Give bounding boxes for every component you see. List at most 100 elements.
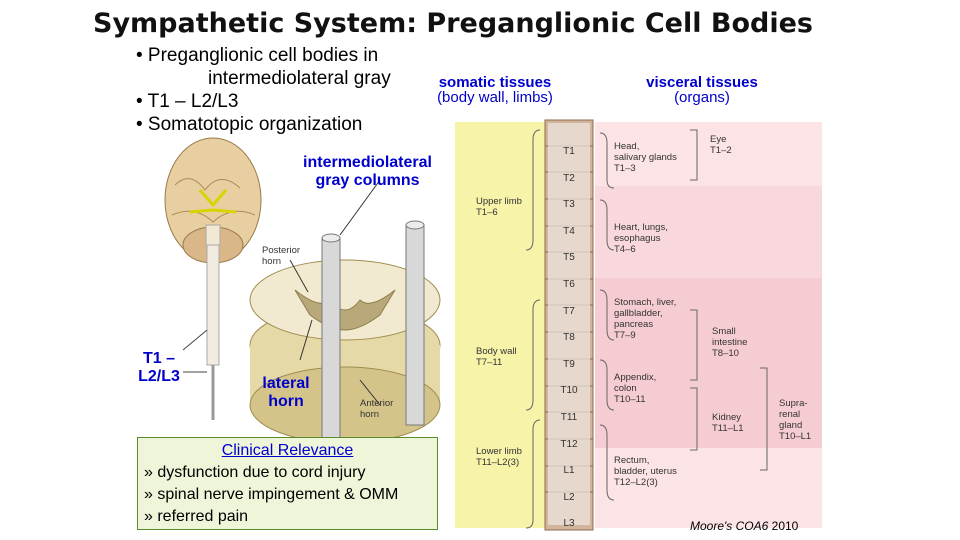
segment-labels: T1 T2 T3 T4 T5 T6 T7 T8 T9 T10 T11 T12 L… — [545, 139, 593, 538]
t1-l2-label: T1 – L2/L3 — [128, 350, 190, 386]
segment-label: T3 — [563, 199, 575, 211]
region-text: T10–L1 — [779, 431, 812, 442]
segment-label: T9 — [563, 358, 575, 370]
somatic-bracket — [525, 419, 541, 529]
visceral-kidney: Kidney T11–L1 — [712, 412, 744, 434]
visceral-bracket — [599, 132, 615, 189]
brain-illustration — [164, 137, 262, 264]
segment-label: T11 — [560, 411, 578, 423]
visceral-suprarenal: Supra- renal gland T10–L1 — [779, 398, 811, 442]
segment-label: L2 — [563, 491, 575, 503]
visceral-band — [595, 186, 822, 278]
region-text: intestine — [712, 337, 748, 348]
segment-label: L3 — [563, 518, 575, 530]
clinical-title[interactable]: Clinical Relevance — [221, 442, 354, 459]
visceral-head: Head, salivary glands T1–3 — [614, 141, 677, 174]
region-text: Rectum, — [614, 455, 650, 466]
label-line: intermediolateral — [303, 154, 432, 171]
region-text: colon — [614, 383, 637, 394]
visceral-bracket — [690, 309, 698, 381]
region-name: Lower limb — [476, 446, 522, 457]
visceral-rectum: Rectum, bladder, uterus T12–L2(3) — [614, 455, 677, 488]
region-text: bladder, uterus — [614, 466, 677, 477]
segment-column — [544, 119, 594, 531]
somatic-subtitle: (body wall, limbs) — [437, 89, 553, 106]
visceral-bracket — [599, 424, 615, 501]
segment-label: T8 — [563, 332, 575, 344]
bullet-item: • Preganglionic cell bodies in — [136, 45, 379, 66]
segment-label: T7 — [563, 305, 575, 317]
visceral-stomach: Stomach, liver, gallbladder, pancreas T7… — [614, 297, 676, 341]
cord-cross-section — [249, 259, 441, 444]
segment-label: T1 — [563, 146, 575, 157]
anterior-horn-label: Anterior horn — [360, 398, 393, 420]
anterior-horn-pointer — [359, 379, 381, 406]
visceral-band — [595, 278, 822, 448]
region-text: T1–3 — [614, 163, 636, 174]
clinical-item: » dysfunction due to cord injury — [144, 464, 366, 481]
visceral-bracket — [599, 359, 615, 411]
somatic-title: somatic tissues — [438, 74, 552, 91]
iml-column-right — [405, 224, 425, 426]
somatic-body-wall: Body wall T7–11 — [476, 346, 517, 368]
region-range: T11–L2(3) — [476, 457, 520, 468]
region-text: salivary glands — [614, 152, 677, 163]
region-text: Head, — [614, 141, 640, 152]
region-text: T11–L1 — [712, 423, 744, 434]
visceral-header: visceral tissues (organs) — [632, 75, 772, 105]
pointer-line — [182, 329, 208, 351]
visceral-small-intestine: Small intestine T8–10 — [712, 326, 747, 359]
posterior-horn-label: Posterior horn — [262, 245, 300, 267]
region-text: gallbladder, — [614, 308, 663, 319]
region-text: Supra- — [779, 398, 808, 409]
region-text: Kidney — [712, 412, 742, 423]
somatic-bracket — [525, 299, 541, 411]
somatic-header: somatic tissues (body wall, limbs) — [420, 75, 570, 105]
bullet-item: • Somatotopic organization — [136, 114, 363, 135]
source-credit: Moore's COA6 2010 — [690, 519, 798, 533]
region-range: T1–6 — [476, 207, 498, 218]
visceral-bracket — [690, 387, 698, 451]
lateral-horn-label: lateral horn — [250, 375, 322, 411]
visceral-eye: Eye T1–2 — [710, 134, 732, 156]
region-text: Small — [712, 326, 736, 337]
visceral-heart: Heart, lungs, esophagus T4–6 — [614, 222, 668, 255]
label-line: lateral — [262, 375, 310, 392]
segment-label: T4 — [563, 225, 575, 237]
somatic-upper-limb: Upper limb T1–6 — [476, 196, 522, 218]
label-line: Anterior — [360, 398, 394, 409]
bullet-list: • Preganglionic cell bodies in intermedi… — [136, 44, 391, 136]
region-text: T10–11 — [614, 394, 646, 405]
label-line: horn — [360, 409, 380, 420]
region-text: T7–9 — [614, 330, 636, 341]
clinical-item: » referred pain — [144, 508, 249, 525]
region-text: T4–6 — [614, 244, 636, 255]
visceral-bracket — [599, 289, 615, 341]
bullet-item: • T1 – L2/L3 — [136, 91, 239, 112]
region-name: Body wall — [476, 346, 517, 357]
segment-label: T10 — [560, 385, 578, 397]
somatic-lower-limb: Lower limb T11–L2(3) — [476, 446, 522, 468]
segment-label: T5 — [563, 252, 575, 264]
clinical-relevance-box: Clinical Relevance » dysfunction due to … — [137, 437, 438, 530]
region-text: renal — [779, 409, 801, 420]
spinal-cord-trunk — [206, 244, 220, 366]
iml-label: intermediolateral gray columns — [285, 154, 450, 190]
visceral-bracket — [690, 129, 698, 181]
clinical-item: » spinal nerve impingement & OMM — [144, 486, 399, 503]
iml-pointer — [339, 179, 381, 236]
lateral-horn-pointer — [299, 319, 313, 361]
region-text: esophagus — [614, 233, 661, 244]
label-line: Posterior — [262, 245, 301, 256]
segment-label: L1 — [563, 465, 575, 477]
iml-column-left — [321, 237, 341, 439]
region-text: pancreas — [614, 319, 654, 330]
visceral-bracket — [760, 367, 768, 471]
label-line: gray columns — [315, 172, 420, 189]
region-range: T7–11 — [476, 357, 503, 368]
visceral-title: visceral tissues — [646, 74, 758, 91]
credit-source: Moore's COA6 — [690, 519, 769, 533]
segment-label: T12 — [560, 438, 578, 450]
credit-year: 2010 — [768, 519, 799, 533]
